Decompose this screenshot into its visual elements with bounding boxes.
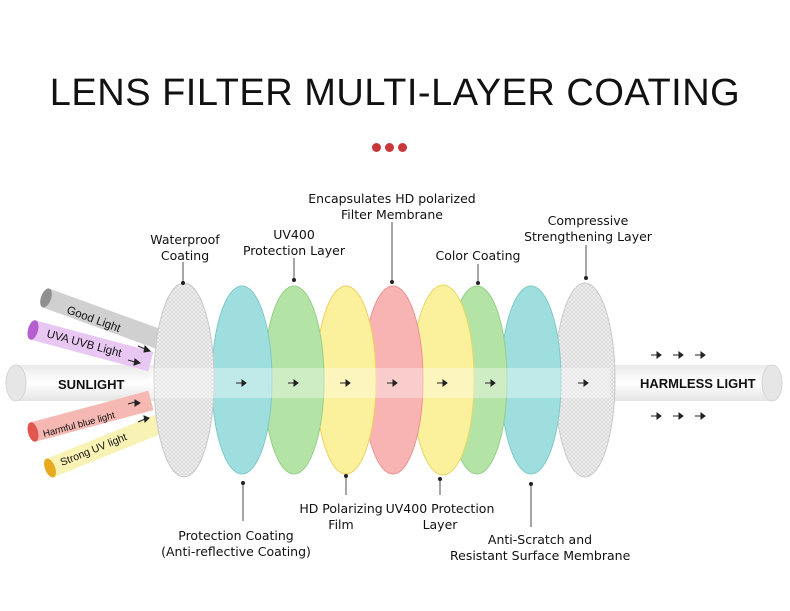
ray-harmful-blue-light bbox=[27, 390, 154, 442]
input-beam bbox=[5, 364, 166, 402]
output-beam bbox=[600, 364, 783, 402]
label-protection-coating: Protection Coating(Anti-reflective Coati… bbox=[161, 528, 311, 559]
flow-arrows bbox=[236, 379, 589, 387]
sunlight-label: SUNLIGHT bbox=[58, 377, 125, 392]
ray-uva-uvb-light bbox=[27, 320, 154, 372]
label-color-coating: Color Coating bbox=[435, 248, 521, 263]
harmless-light-label: HARMLESS LIGHT bbox=[640, 376, 756, 391]
ray-good-light bbox=[40, 288, 163, 349]
page-title: LENS FILTER MULTI-LAYER COATING bbox=[49, 72, 741, 114]
leader-lines bbox=[180, 222, 589, 527]
title-accent-dots bbox=[372, 137, 411, 156]
output-arrows bbox=[651, 351, 706, 420]
ray-strong-uv-light bbox=[44, 414, 164, 478]
ray-arrows bbox=[127, 344, 152, 424]
